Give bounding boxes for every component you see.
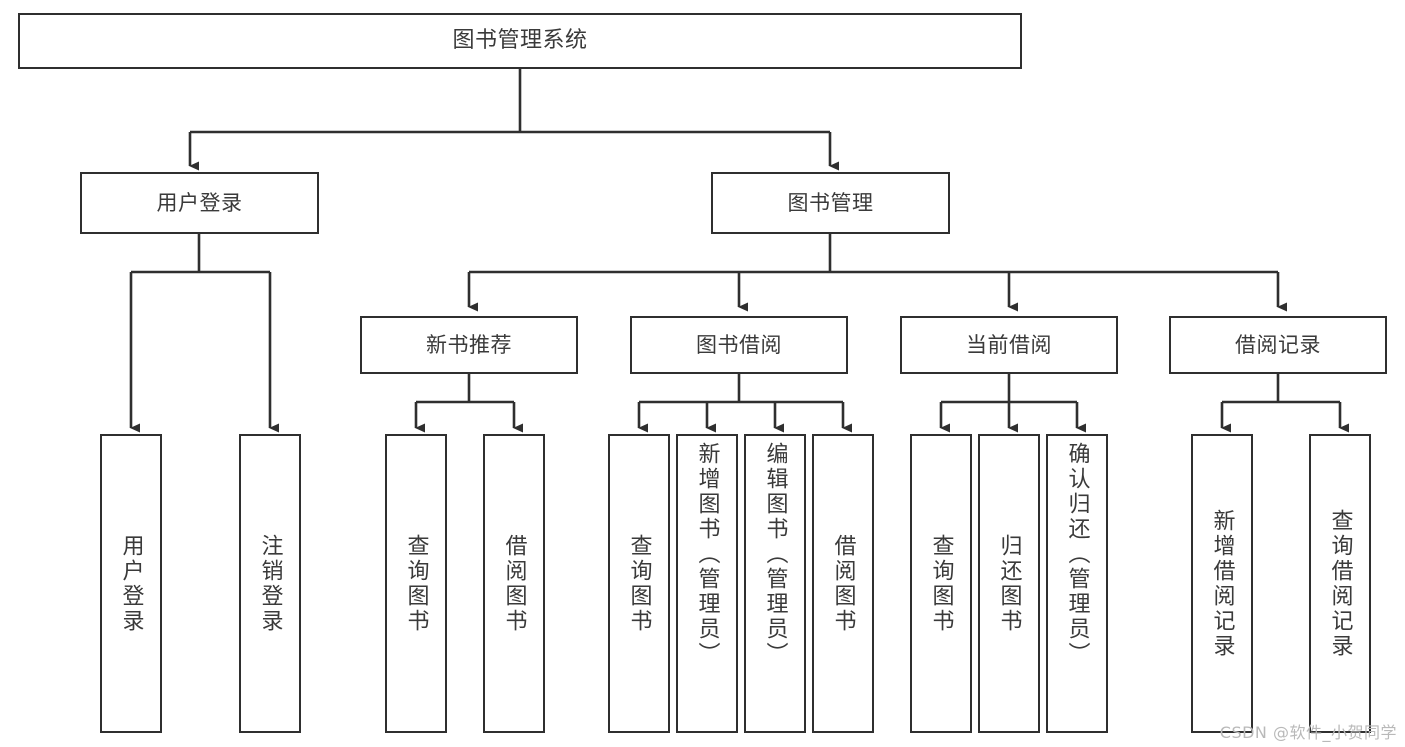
node-leaf-borrow-book-1[interactable]: 借阅图书 [483,434,545,733]
node-leaf-add-book-label: 新增图书（管理员） [694,442,720,667]
node-leaf-query-book-3-label: 查询图书 [928,533,954,634]
node-leaf-user-login[interactable]: 用户登录 [100,434,162,733]
node-borrow-record-label: 借阅记录 [1235,332,1321,357]
node-leaf-query-book-2[interactable]: 查询图书 [608,434,670,733]
node-current-borrow[interactable]: 当前借阅 [900,316,1118,374]
node-root[interactable]: 图书管理系统 [18,13,1022,69]
node-leaf-edit-book-label: 编辑图书（管理员） [762,442,788,667]
node-leaf-add-book[interactable]: 新增图书（管理员） [676,434,738,733]
csdn-watermark: CSDN @软件_小贺同学 [1219,723,1397,742]
node-new-book-rec[interactable]: 新书推荐 [360,316,578,374]
node-book-borrow-label: 图书借阅 [696,332,782,357]
node-leaf-query-book-2-label: 查询图书 [626,533,652,634]
node-leaf-edit-book[interactable]: 编辑图书（管理员） [744,434,806,733]
node-leaf-add-record[interactable]: 新增借阅记录 [1191,434,1253,733]
node-current-borrow-label: 当前借阅 [966,332,1052,357]
node-leaf-user-logout-label: 注销登录 [257,533,283,634]
node-book-manage-label: 图书管理 [787,190,874,215]
node-book-borrow[interactable]: 图书借阅 [630,316,848,374]
node-leaf-query-record-label: 查询借阅记录 [1327,508,1353,659]
node-leaf-return-book-label: 归还图书 [996,533,1022,634]
node-leaf-user-login-label: 用户登录 [118,533,144,634]
node-leaf-query-book-1-label: 查询图书 [403,533,429,634]
node-leaf-query-book-1[interactable]: 查询图书 [385,434,447,733]
node-leaf-confirm-return-label: 确认归还（管理员） [1064,442,1090,667]
node-leaf-borrow-book-1-label: 借阅图书 [501,533,527,634]
node-leaf-user-logout[interactable]: 注销登录 [239,434,301,733]
node-leaf-query-book-3[interactable]: 查询图书 [910,434,972,733]
node-leaf-query-record[interactable]: 查询借阅记录 [1309,434,1371,733]
node-root-label: 图书管理系统 [452,28,588,53]
node-borrow-record[interactable]: 借阅记录 [1169,316,1387,374]
node-book-manage[interactable]: 图书管理 [711,172,950,234]
node-leaf-return-book[interactable]: 归还图书 [978,434,1040,733]
node-leaf-borrow-book-2[interactable]: 借阅图书 [812,434,874,733]
node-leaf-confirm-return[interactable]: 确认归还（管理员） [1046,434,1108,733]
node-user-login-label: 用户登录 [156,190,243,215]
node-user-login[interactable]: 用户登录 [80,172,319,234]
node-leaf-borrow-book-2-label: 借阅图书 [830,533,856,634]
node-new-book-rec-label: 新书推荐 [426,332,512,357]
node-leaf-add-record-label: 新增借阅记录 [1209,508,1235,659]
